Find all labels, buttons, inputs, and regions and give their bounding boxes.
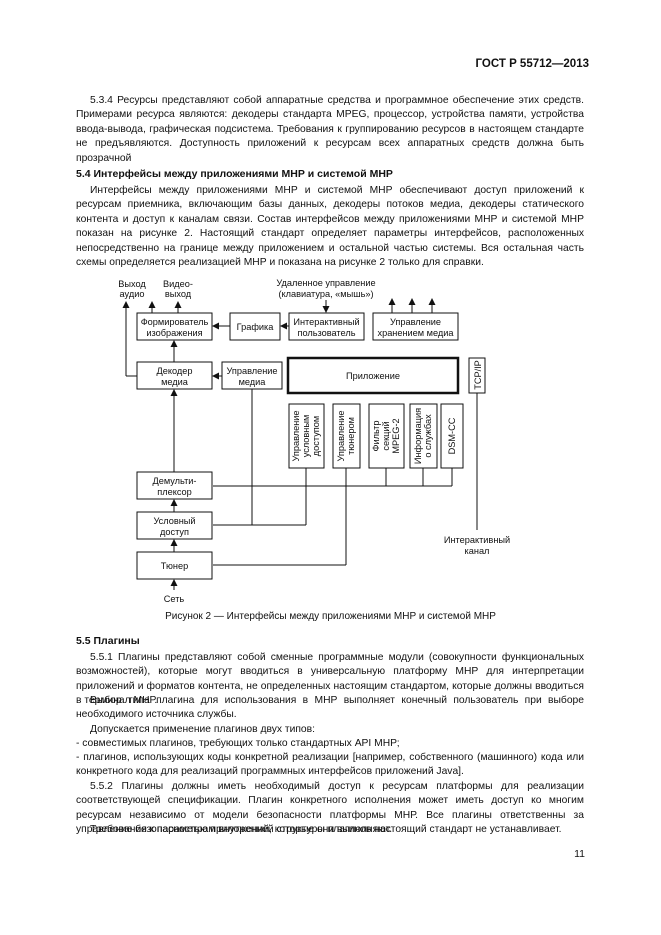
tcpip-label: TCP/IP: [473, 360, 483, 390]
tuner-mgmt-label-2: тюнером: [346, 417, 356, 455]
figure-caption: Рисунок 2 — Интерфейсы между приложениям…: [165, 611, 496, 622]
media-management-label-2: медиа: [239, 377, 267, 387]
paragraph-5-5-2: 5.5.2 Плагины должны иметь необходимый д…: [76, 781, 584, 836]
demultiplexer-label-2: плексор: [157, 487, 192, 497]
application-label: Приложение: [346, 371, 400, 381]
tuner-mgmt-box: [332, 403, 361, 469]
heading-5-4: 5.4 Интерфейсы между приложениями МНР и …: [76, 168, 393, 180]
remote-control-label: Удаленное управление: [276, 278, 375, 288]
storage-management-label: Управление: [390, 317, 441, 327]
media-management-label: Управление: [226, 366, 277, 376]
service-info-box: [409, 403, 438, 469]
audio-out-label-2: аудио: [120, 289, 145, 299]
video-out-label: Видео-: [163, 279, 193, 289]
conditional-access-mgmt-label: Управление: [291, 410, 301, 461]
conditional-access-label: Условный: [153, 516, 195, 526]
media-management-box: [221, 361, 283, 390]
conditional-access-label-2: доступ: [160, 527, 189, 537]
document-header: ГОСТ Р 55712—2013: [475, 58, 589, 70]
conditional-access-box: [136, 511, 213, 540]
section-filter-label-2: секций: [381, 421, 391, 450]
image-former-label-2: изображения: [146, 328, 202, 338]
interactive-user-label-2: пользователь: [298, 328, 356, 338]
figure-2-diagram: Выход аудио Видео- выход Удаленное управ…: [118, 278, 510, 604]
demultiplexer-label: Демульти-: [153, 476, 197, 486]
conditional-access-mgmt-label-3: доступом: [311, 416, 321, 456]
paragraph-5-5-1c: Допускается применение плагинов двух тип…: [90, 724, 315, 735]
paragraph-5-4: Интерфейсы между приложениями МНР и сист…: [76, 185, 584, 269]
application-box: [286, 356, 460, 395]
network-label: Сеть: [164, 594, 185, 604]
paragraph-5-5-1a: 5.5.1 Плагины представляют собой сменные…: [76, 652, 584, 707]
paragraph-5-5-1e: - плагинов, использующих коды конкретной…: [76, 752, 584, 778]
tuner-box: [136, 551, 213, 580]
image-former-label: Формирователь: [141, 317, 209, 327]
conditional-access-mgmt-label-2: условным: [301, 415, 311, 458]
heading-5-5: 5.5 Плагины: [76, 635, 140, 647]
dsmcc-label: DSM-CC: [447, 417, 457, 454]
paragraph-5-5-1d: - совместимых плагинов, требующих только…: [76, 738, 400, 749]
audio-out-label: Выход: [118, 279, 146, 289]
interactive-channel-label: Интерактивный: [444, 535, 510, 545]
storage-management-label-2: хранением медиа: [377, 328, 454, 338]
storage-management-box: [372, 312, 459, 341]
graphics-label: Графика: [237, 322, 275, 332]
remote-control-label-2: (клавиатура, «мышь»): [278, 289, 373, 299]
paragraph-5-5-2b: Требования к параметрам внутренней струк…: [90, 824, 562, 835]
interactive-channel-label-2: канал: [465, 546, 490, 556]
section-filter-box: [368, 403, 405, 469]
paragraph-5-5-1b: Выбор типа плагина для использования в М…: [76, 695, 584, 721]
section-filter-label-3: MPEG-2: [391, 418, 401, 453]
section-filter-label: Фильтр: [371, 421, 381, 452]
service-info-label-2: о службах: [423, 414, 433, 458]
tuner-label: Тюнер: [161, 561, 188, 571]
video-out-label-2: выход: [165, 289, 192, 299]
media-decoder-label-2: медиа: [161, 377, 189, 387]
media-decoder-label: Декодер: [157, 366, 193, 376]
page-number: 11: [574, 848, 585, 860]
interactive-user-label: Интерактивный: [293, 317, 359, 327]
paragraph-5-3-4: 5.3.4 Ресурсы представляют собой аппарат…: [76, 95, 584, 164]
tuner-mgmt-label: Управление: [336, 410, 346, 461]
conditional-access-mgmt-box: [288, 403, 325, 469]
service-info-label: Информация: [413, 408, 423, 464]
